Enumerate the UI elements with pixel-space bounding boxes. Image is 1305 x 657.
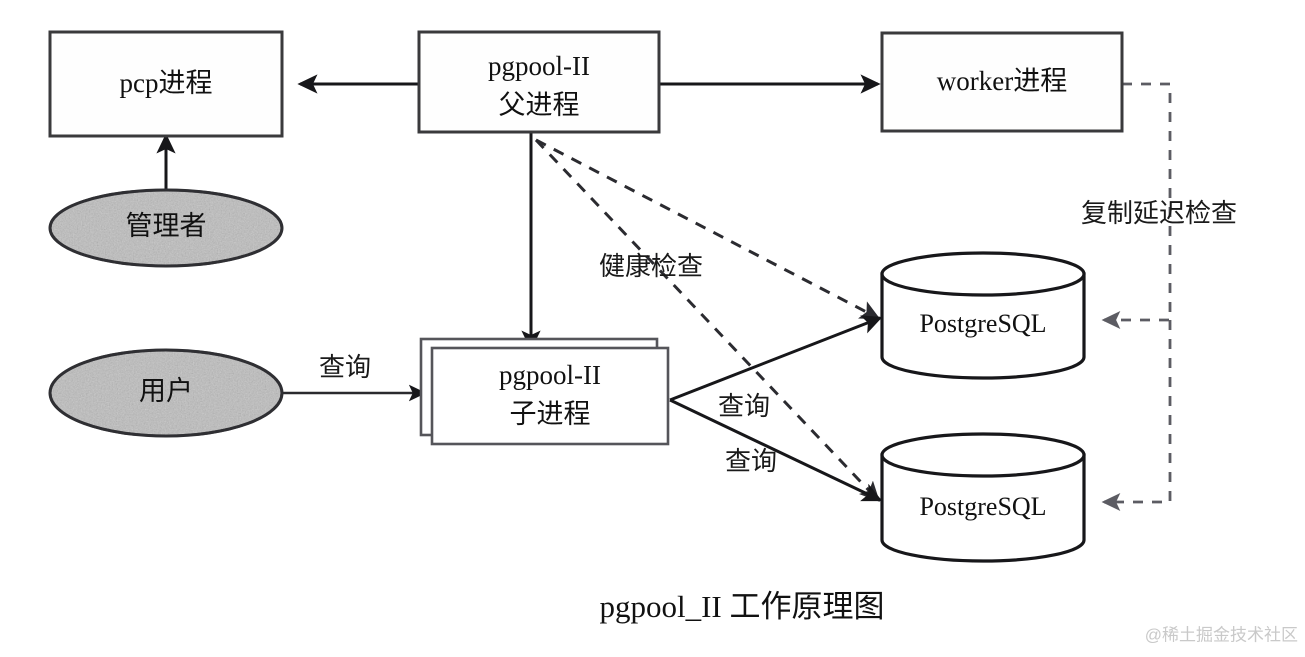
node-child-process[interactable]: pgpool-II 子进程	[419, 337, 670, 446]
node-parent-process[interactable]: pgpool-II 父进程	[417, 30, 661, 134]
node-admin[interactable]: 管理者	[48, 188, 284, 268]
watermark-label: @稀土掘金技术社区	[1145, 625, 1298, 644]
node-database-standby[interactable]: PostgreSQL	[880, 432, 1086, 563]
edge-health-check-standby	[534, 138, 880, 502]
edge-health-check-primary	[535, 138, 881, 320]
database-standby-label: PostgreSQL	[919, 492, 1046, 521]
parent-process-label-line1: pgpool-II	[488, 51, 590, 81]
edge-replication-check-primary	[1101, 82, 1172, 329]
edge-label-query-standby: 查询	[725, 447, 777, 476]
node-user[interactable]: 用户	[48, 348, 284, 438]
edge-child-to-standby	[669, 398, 883, 502]
user-label: 用户	[139, 376, 193, 406]
database-primary-label: PostgreSQL	[919, 309, 1046, 338]
child-process-label-line1: pgpool-II	[499, 360, 601, 390]
edge-child-to-primary	[669, 315, 883, 402]
edge-label-query-user: 查询	[319, 353, 371, 382]
edge-label-health-check: 健康检查	[599, 252, 703, 281]
node-pcp-process[interactable]: pcp进程	[48, 30, 284, 138]
edge-label-replication-delay-check: 复制延迟检查	[1081, 199, 1237, 228]
edge-replication-check-standby	[1101, 320, 1172, 511]
worker-process-label: worker进程	[937, 66, 1067, 96]
child-process-label-line2: 子进程	[510, 399, 591, 429]
parent-process-label-line2: 父进程	[499, 90, 580, 120]
admin-label: 管理者	[126, 211, 207, 241]
node-worker-process[interactable]: worker进程	[880, 31, 1124, 133]
pcp-process-label: pcp进程	[120, 68, 213, 98]
node-database-primary[interactable]: PostgreSQL	[880, 251, 1086, 380]
diagram-title: pgpool_II 工作原理图	[599, 589, 884, 624]
edge-label-query-primary: 查询	[718, 392, 770, 421]
